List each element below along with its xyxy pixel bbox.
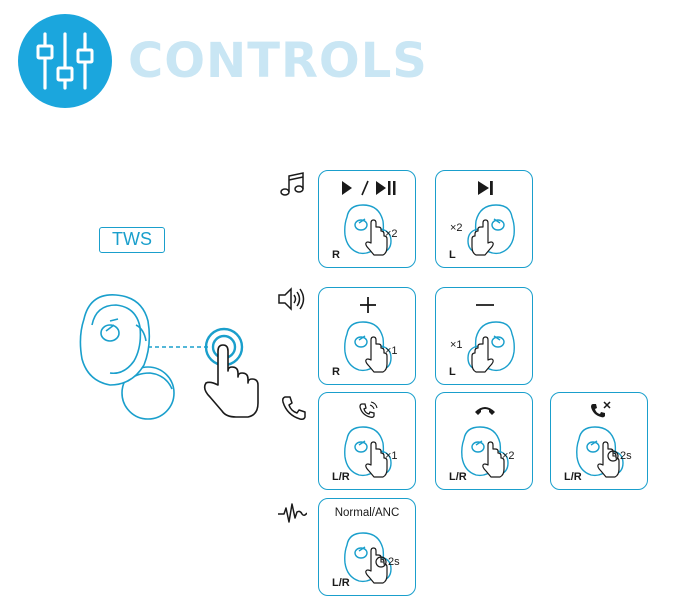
volume-up-icon <box>360 297 376 313</box>
side-label: R <box>332 366 340 378</box>
hold-duration: 2s <box>607 449 632 463</box>
side-label: L <box>449 249 456 261</box>
volume-down-icon <box>476 304 494 306</box>
side-label: L/R <box>449 471 467 483</box>
tile-answer-call: ×1 L/R <box>318 392 416 490</box>
tile-play-pause: ×2 R <box>318 170 416 268</box>
noise-mode-label: Normal/ANC <box>334 507 400 519</box>
clock-icon <box>607 450 619 462</box>
phone-icon <box>282 396 306 420</box>
hold-time: 2s <box>620 450 632 462</box>
speaker-volume-icon <box>278 287 305 311</box>
end-call-icon <box>475 407 495 415</box>
side-label: L/R <box>332 471 350 483</box>
hold-duration: 2s <box>375 555 400 569</box>
earbud-right-icon <box>341 423 393 479</box>
earbud-left-icon <box>466 318 518 374</box>
side-label: L/R <box>564 471 582 483</box>
hold-time: 2s <box>388 556 400 568</box>
earbud-right-icon <box>341 318 393 374</box>
mode-badge: TWS <box>99 227 165 253</box>
earbud-left-icon <box>466 201 518 257</box>
tile-volume-down: ×1 L <box>435 287 533 385</box>
tile-next-track: ×2 L <box>435 170 533 268</box>
side-label: L/R <box>332 577 350 589</box>
earbud-right-icon <box>458 423 510 479</box>
tap-count: ×1 <box>450 339 463 351</box>
clock-icon <box>375 556 387 568</box>
music-note-icon <box>280 172 304 196</box>
side-label: L <box>449 366 456 378</box>
sliders-icon <box>18 14 112 108</box>
page-title: CONTROLS <box>128 33 428 89</box>
answer-call-icon <box>359 401 378 418</box>
tile-end-call: ×2 L/R <box>435 392 533 490</box>
tap-count: ×2 <box>385 228 398 240</box>
tap-count: ×2 <box>502 450 515 462</box>
tile-noise-mode: Normal/ANC 2s L/R <box>318 498 416 596</box>
tap-count: ×2 <box>450 222 463 234</box>
reject-call-icon <box>591 401 611 418</box>
tap-count: ×1 <box>385 450 398 462</box>
tile-reject-call: 2s L/R <box>550 392 648 490</box>
side-label: R <box>332 249 340 261</box>
earbud-right-icon <box>573 423 625 479</box>
earbud-tap-illustration <box>79 294 259 420</box>
earbud-right-icon <box>341 201 393 257</box>
waveform-icon <box>278 503 307 523</box>
next-track-icon <box>478 181 493 195</box>
tile-volume-up: ×1 R <box>318 287 416 385</box>
earbud-right-icon <box>341 529 393 585</box>
tap-count: ×1 <box>385 345 398 357</box>
play-pause-icon <box>342 180 396 196</box>
